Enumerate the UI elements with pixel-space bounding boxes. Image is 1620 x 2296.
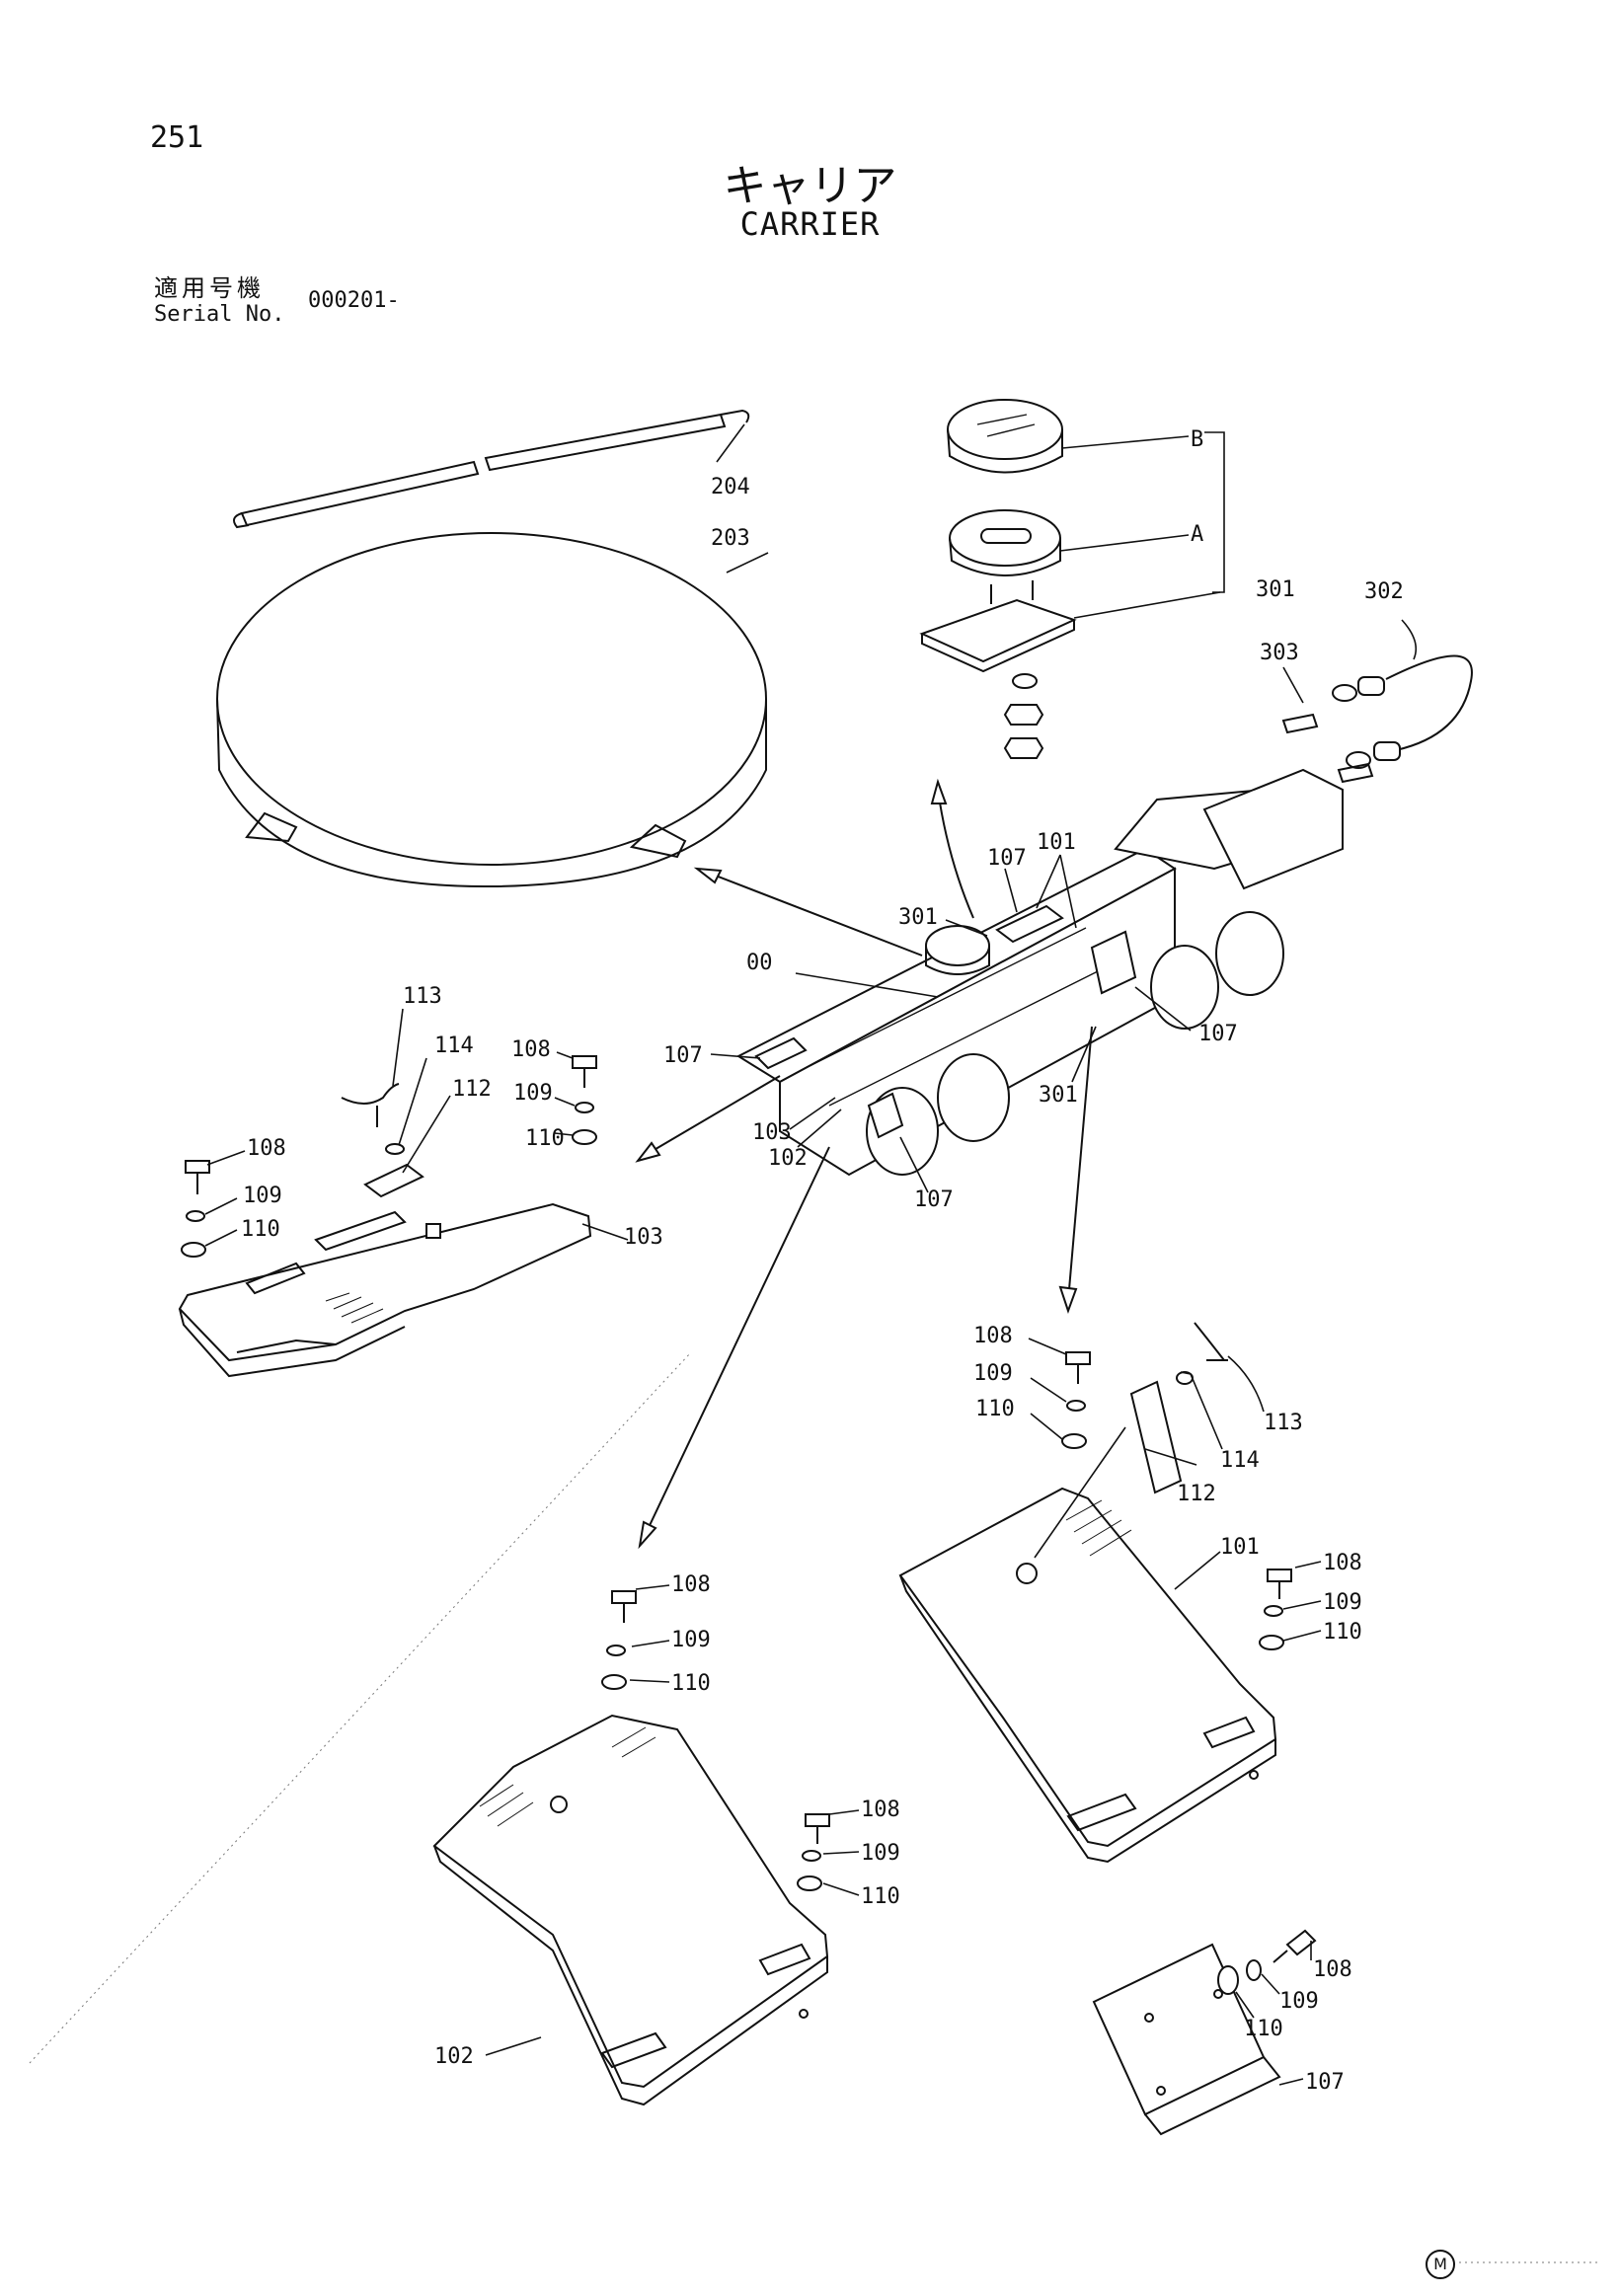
callout-110-bottom-right: 110 [1244, 2017, 1283, 2041]
callout-110-right-lower: 110 [1323, 1620, 1362, 1645]
serial-label-japanese: 適用号機 [154, 274, 265, 302]
callout-302: 302 [1364, 579, 1404, 604]
callout-108-left-upper: 108 [511, 1037, 551, 1062]
callout-107-top: 107 [987, 846, 1027, 871]
callout-102-body: 102 [768, 1146, 808, 1171]
callout-labels: 204 203 B A 301 302 303 107 101 301 00 1… [241, 427, 1404, 2095]
page-number: 251 [150, 120, 204, 155]
part-102-lower-cover [432, 1714, 829, 2106]
callout-110-left-lower: 110 [241, 1217, 280, 1242]
callout-203: 203 [711, 526, 750, 551]
callout-113-left: 113 [403, 984, 442, 1009]
leader-lines [29, 423, 1599, 2263]
callout-109-right-lower: 109 [1323, 1590, 1362, 1615]
part-101-right-cover [898, 1487, 1277, 1864]
callout-107-left: 107 [663, 1043, 703, 1068]
page-title-english: CARRIER [739, 205, 881, 243]
callout-110-center-upper: 110 [671, 1671, 711, 1696]
mark-symbol: M [1426, 2250, 1455, 2279]
callout-108-bottom-right: 108 [1313, 1957, 1352, 1982]
callout-108-right-upper: 108 [973, 1324, 1013, 1348]
page-title-japanese: キャリア [723, 161, 897, 211]
callout-110-center-lower: 110 [861, 1884, 900, 1909]
callout-101: 101 [1220, 1535, 1260, 1560]
part-203-cover [216, 532, 767, 888]
callout-301-middle: 301 [898, 905, 938, 930]
part-204-cover-band [232, 409, 750, 529]
callout-114-left: 114 [434, 1033, 474, 1058]
callout-109-left-upper: 109 [513, 1081, 553, 1106]
callout-110-left-upper: 110 [525, 1126, 565, 1151]
callout-110-right-upper: 110 [975, 1397, 1015, 1421]
fasteners-108-109-110 [181, 1055, 1317, 1995]
callout-108-center-upper: 108 [671, 1572, 711, 1597]
explosion-arrows [635, 778, 1093, 1550]
callout-b: B [1191, 427, 1203, 452]
callout-107-right: 107 [1198, 1022, 1238, 1046]
callout-109-bottom-right: 109 [1279, 1989, 1319, 2014]
callout-107-bottom-right: 107 [1305, 2070, 1345, 2095]
callout-112-right: 112 [1177, 1482, 1216, 1506]
part-107-small-covers-on-carrier [754, 904, 1137, 1139]
callout-113-right: 113 [1264, 1411, 1303, 1435]
callout-107-bottom: 107 [914, 1187, 954, 1212]
clips-112-113-114 [341, 1083, 1228, 1494]
part-103-left-cover [178, 1202, 592, 1378]
callout-103: 103 [624, 1225, 663, 1250]
callout-301-bottom: 301 [1039, 1083, 1078, 1108]
part-00-carrier-body [735, 768, 1344, 1177]
callout-109-center-lower: 109 [861, 1841, 900, 1866]
callout-00: 00 [746, 951, 773, 975]
callout-109-center-upper: 109 [671, 1628, 711, 1652]
callout-301-top: 301 [1256, 577, 1295, 602]
part-301-filler-cap-assembly [919, 399, 1077, 759]
serial-number-value: 000201- [308, 288, 400, 313]
part-302-cable [1332, 654, 1473, 769]
callout-101-top: 101 [1037, 830, 1076, 855]
callout-109-right-upper: 109 [973, 1361, 1013, 1386]
callout-103-body: 103 [752, 1120, 792, 1145]
callout-303: 303 [1260, 641, 1299, 665]
callout-114-right: 114 [1220, 1448, 1260, 1473]
callout-108-left-lower: 108 [247, 1136, 286, 1161]
callout-109-left-lower: 109 [243, 1184, 282, 1208]
callout-204: 204 [711, 475, 750, 499]
callout-102: 102 [434, 2044, 474, 2069]
callout-108-center-lower: 108 [861, 1798, 900, 1822]
part-303-shackle [1281, 713, 1374, 784]
callout-112-left: 112 [452, 1077, 492, 1102]
callout-108-right-lower: 108 [1323, 1551, 1362, 1575]
serial-label-english: Serial No. [154, 302, 285, 327]
callout-a: A [1191, 522, 1203, 547]
